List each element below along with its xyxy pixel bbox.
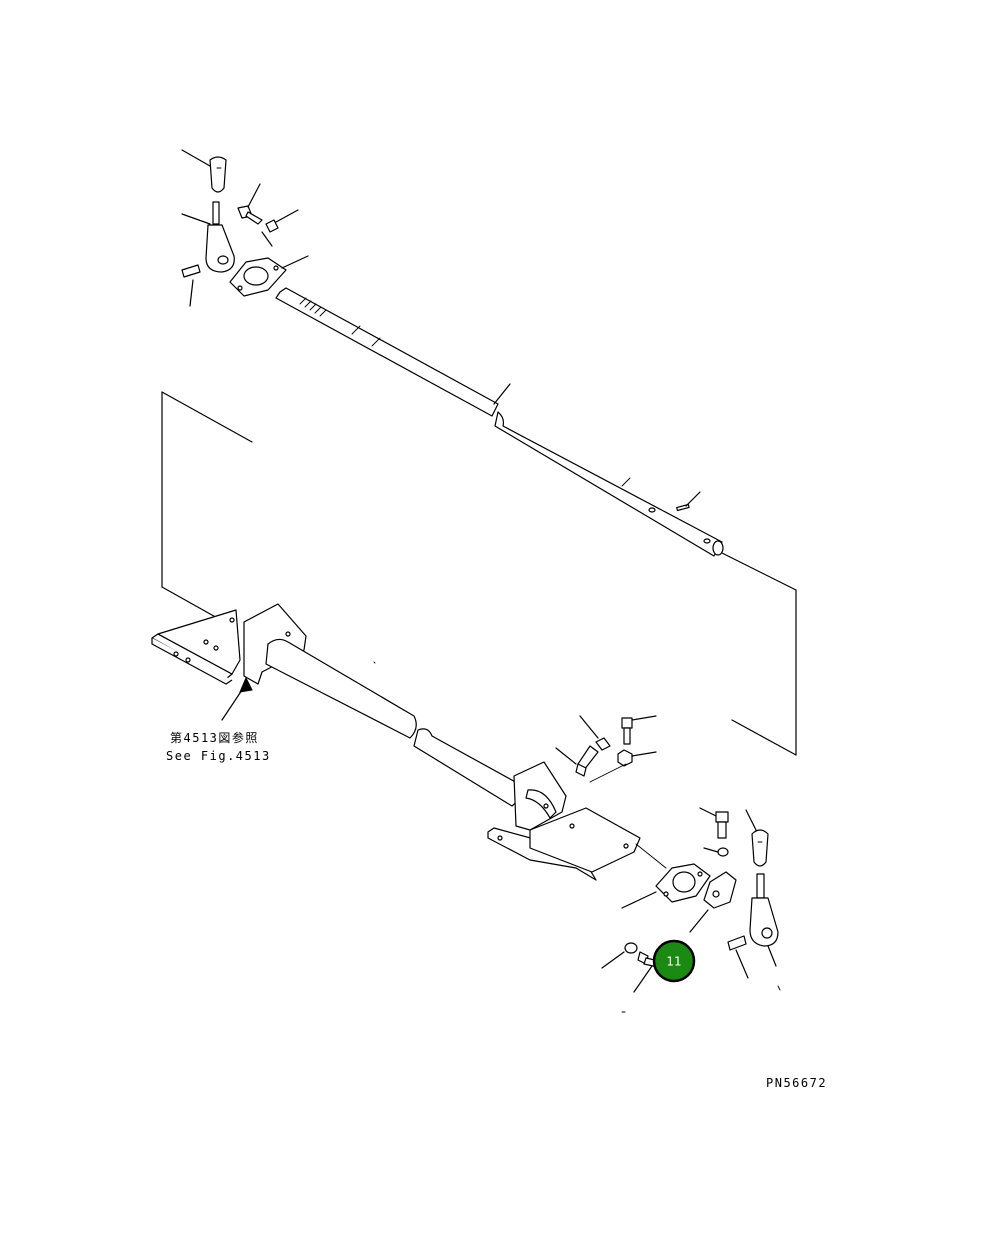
lower-flange-bearing[interactable]: [621, 843, 711, 909]
callout-label: 11: [666, 955, 681, 969]
lower-knob[interactable]: [745, 809, 769, 867]
mark-dot-2: [777, 985, 781, 991]
top-lever-arm[interactable]: [181, 201, 235, 273]
top-flange-bearing[interactable]: [229, 231, 309, 297]
right-bracket[interactable]: [487, 761, 641, 881]
lower-washer[interactable]: [703, 847, 729, 857]
reference-note-english: See Fig.4513: [166, 749, 271, 763]
mount-nut[interactable]: [589, 749, 657, 783]
mark-dot-3: [373, 661, 376, 664]
top-knob[interactable]: [181, 149, 227, 193]
reference-arrow: [221, 676, 253, 721]
upper-shaft[interactable]: [275, 287, 724, 557]
reference-note-japanese: 第4513図参照: [170, 730, 259, 745]
small-washer[interactable]: [601, 942, 638, 969]
lower-pin[interactable]: [727, 935, 749, 979]
lower-bolt[interactable]: [699, 807, 729, 839]
top-bolt[interactable]: [237, 183, 263, 225]
shaft-key[interactable]: [676, 491, 701, 512]
top-pin[interactable]: [181, 264, 201, 307]
right-bolt[interactable]: [577, 715, 611, 771]
lower-lever-arm[interactable]: [749, 873, 779, 967]
top-washer[interactable]: [265, 209, 299, 233]
callout-badge-11[interactable]: 11: [652, 939, 696, 983]
lower-shaft[interactable]: [265, 638, 531, 807]
mount-bolt[interactable]: [621, 715, 657, 745]
part-number: PN56672: [766, 1076, 827, 1090]
frame-outline: [161, 391, 797, 756]
clamp-block[interactable]: [689, 871, 737, 933]
right-nut[interactable]: [555, 747, 587, 777]
